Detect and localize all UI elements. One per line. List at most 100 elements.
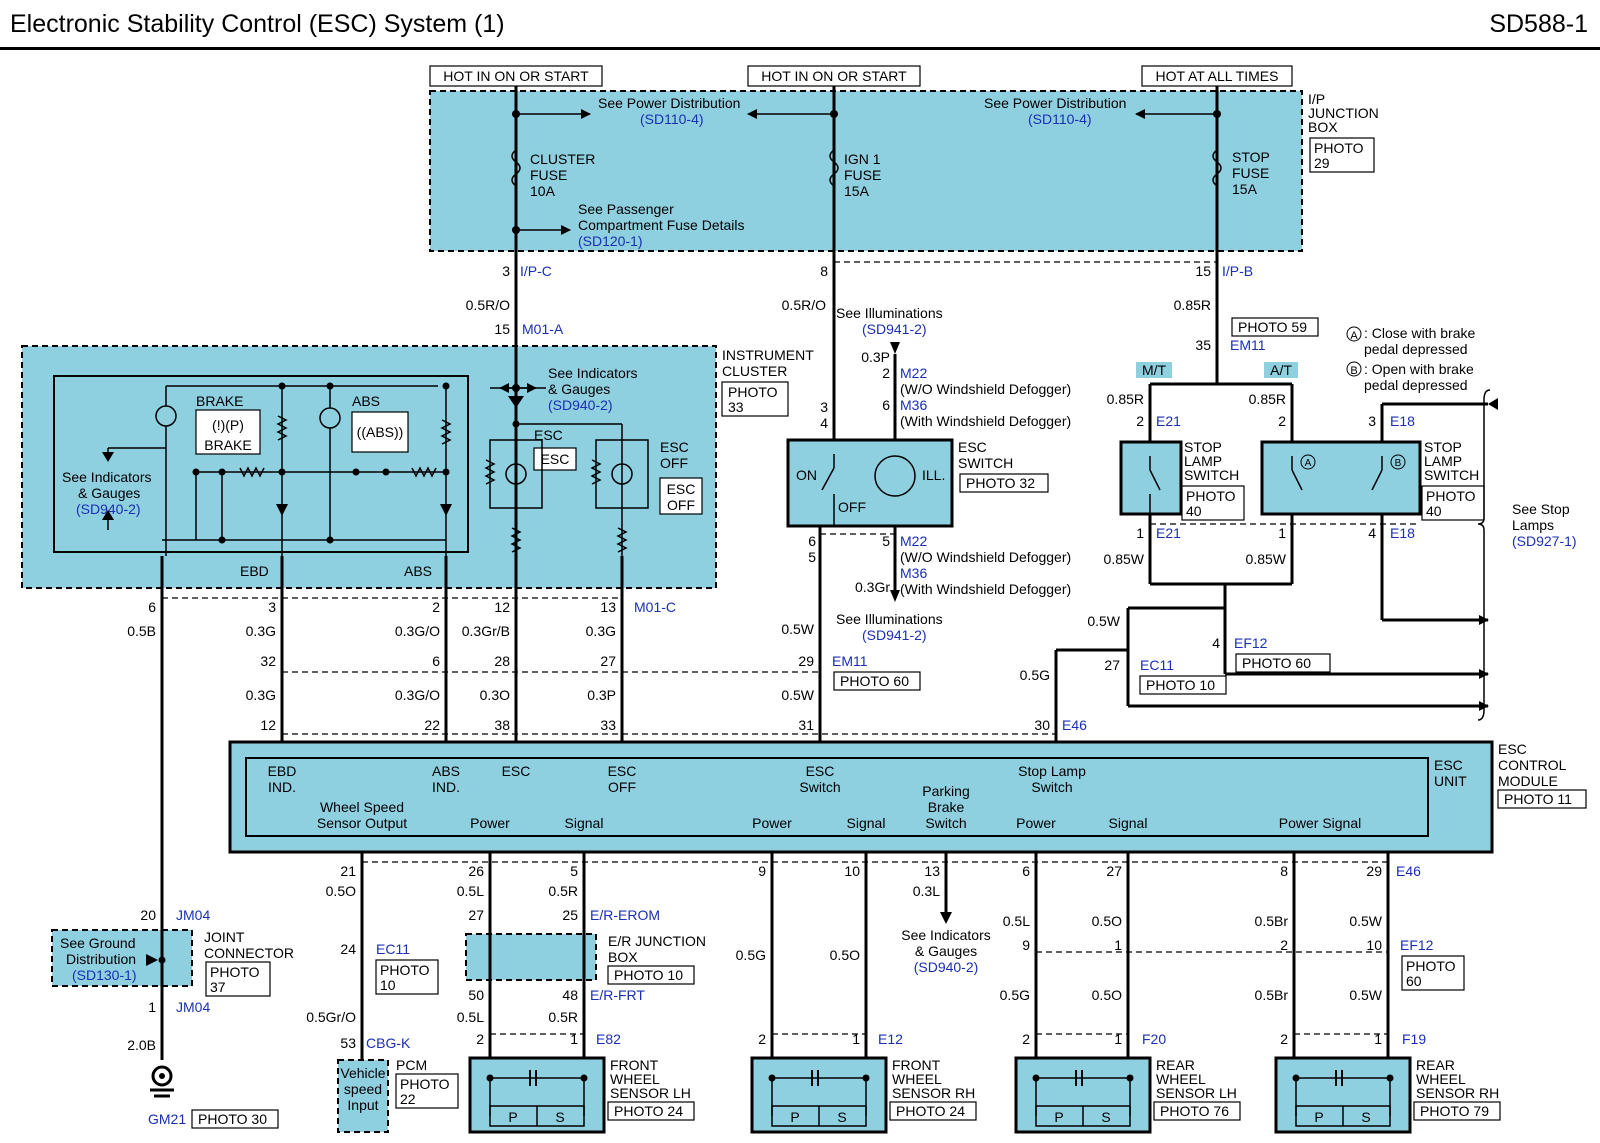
- stop-lamp-switch-at-box: [1260, 440, 1422, 516]
- esc-switch-label-2: SWITCH: [958, 455, 1013, 471]
- pin-m01-2: 2: [432, 599, 440, 615]
- abs-symbol: ((ABS)): [357, 424, 404, 440]
- stop-lamp-mt-photo-num: 40: [1186, 503, 1202, 519]
- pin-ef12-4: 4: [1212, 635, 1220, 651]
- esc-switch-ill: ILL.: [922, 467, 945, 483]
- wire-085w-mt: 0.85W: [1104, 551, 1145, 567]
- pin-ef12-10: 10: [1366, 937, 1382, 953]
- pin-f20-1: 1: [1114, 1031, 1122, 1047]
- pin-e82-2: 2: [476, 1031, 484, 1047]
- cluster-photo: PHOTO: [728, 384, 778, 400]
- connector-cbgk: CBG-K: [366, 1035, 411, 1051]
- wire-05r-2: 0.5R: [548, 1009, 578, 1025]
- pin-ef12-1: 1: [1114, 937, 1122, 953]
- esc-escoff-pin-2: OFF: [608, 779, 636, 795]
- er-junction-box-zone: [465, 933, 597, 981]
- m22-note-top: (W/O Windshield Defogger): [900, 381, 1071, 397]
- connector-e46-bottom: E46: [1396, 863, 1421, 879]
- connector-m01c: M01-C: [634, 599, 676, 615]
- note-b-symbol: B: [1350, 365, 1357, 377]
- rl-p: P: [1054, 1109, 1063, 1125]
- esc-off-box-2: OFF: [667, 497, 695, 513]
- wire-03grb: 0.3Gr/B: [462, 623, 510, 639]
- esc-module-label-3: MODULE: [1498, 773, 1558, 789]
- esc-switch-label: ESC: [958, 439, 987, 455]
- photo-10-ec11: PHOTO 10: [1146, 677, 1215, 693]
- stop-fuse-rating: 15A: [1232, 181, 1258, 197]
- pin-e46-22: 22: [424, 717, 440, 733]
- wire-05ro-2: 0.5R/O: [782, 297, 826, 313]
- esc-wss-pin: Wheel Speed: [320, 799, 404, 815]
- esc-power-signal: Power Signal: [1279, 815, 1362, 831]
- wire-05b: 0.5B: [127, 623, 156, 639]
- note-a-symbol: A: [1350, 330, 1358, 342]
- stop-lamp-sw-at-label: STOP: [1424, 439, 1462, 455]
- pin-e46-9: 9: [758, 863, 766, 879]
- esc-power-3: Power: [1016, 815, 1056, 831]
- pin-e46-12: 12: [260, 717, 276, 733]
- pin-m22-2: 2: [882, 365, 890, 381]
- see-indicators-bottom: See Indicators: [901, 927, 991, 943]
- esc-unit-inner-frame: [245, 757, 1429, 837]
- esc-parking-pin-2: Brake: [928, 799, 965, 815]
- front-rh-label-3: SENSOR RH: [892, 1085, 975, 1101]
- wire-03g-3: 0.3G: [246, 687, 276, 703]
- pin-e46-8: 8: [1280, 863, 1288, 879]
- esc-parking-pin: Parking: [922, 783, 969, 799]
- vehicle-speed-label-3: Input: [347, 1097, 378, 1113]
- pin-e46-6: 6: [1022, 863, 1030, 879]
- see-indicators-left: See Indicators: [62, 469, 152, 485]
- esc-signal-1: Signal: [565, 815, 604, 831]
- front-rh-photo: PHOTO 24: [896, 1103, 965, 1119]
- esc-power-2: Power: [752, 815, 792, 831]
- pin-e12-2: 2: [758, 1031, 766, 1047]
- pin-e46-29: 29: [1366, 863, 1382, 879]
- wire-05w-2: 0.5W: [781, 687, 814, 703]
- connector-jm04-top: JM04: [176, 907, 210, 923]
- ip-jb-label-3: BOX: [1308, 119, 1338, 135]
- pin-e46-5: 5: [570, 863, 578, 879]
- wire-085w-at: 0.85W: [1246, 551, 1287, 567]
- wire-05g-rl: 0.5G: [1000, 987, 1030, 1003]
- fr-p: P: [790, 1109, 799, 1125]
- pin-erom-27: 27: [468, 907, 484, 923]
- esc-switch-off: OFF: [838, 499, 866, 515]
- connector-m36-top: M36: [900, 397, 927, 413]
- pcm-photo-num: 22: [400, 1091, 416, 1107]
- pin-e46-10: 10: [844, 863, 860, 879]
- wire-03g-2: 0.3G: [586, 623, 616, 639]
- wire-05l-2: 0.5L: [457, 1009, 484, 1025]
- esc-abs-ind-2: IND.: [432, 779, 460, 795]
- joint-connector-label: JOINT: [204, 929, 245, 945]
- hot-in-on-label-2: HOT IN ON OR START: [761, 68, 907, 84]
- stop-lamp-at-photo: PHOTO: [1426, 488, 1476, 504]
- pin-ef12-2: 2: [1280, 937, 1288, 953]
- esc-off-label: ESC: [660, 439, 689, 455]
- pin-em11-35: 35: [1195, 337, 1211, 353]
- pin-erfrt-50: 50: [468, 987, 484, 1003]
- pin-cbgk-53: 53: [340, 1035, 356, 1051]
- wire-05l-rl: 0.5L: [1003, 913, 1030, 929]
- connector-ef12-top: EF12: [1234, 635, 1268, 651]
- pin-switch-6: 6: [808, 533, 816, 549]
- esc-power-1: Power: [470, 815, 510, 831]
- wire-05o-rl-2: 0.5O: [1092, 987, 1122, 1003]
- fr-s: S: [837, 1109, 846, 1125]
- see-stop-lamps-ref: (SD927-1): [1512, 533, 1577, 549]
- pin-e46-33: 33: [600, 717, 616, 733]
- stop-fuse-label: STOP: [1232, 149, 1270, 165]
- ip-jb-label-2: JUNCTION: [1308, 105, 1379, 121]
- connector-m01a: M01-A: [522, 321, 564, 337]
- esc-wss-pin-2: Sensor Output: [317, 815, 407, 831]
- esc-module-label: ESC: [1498, 741, 1527, 757]
- wire-05o-fr: 0.5O: [830, 947, 860, 963]
- ign-fuse-rating: 15A: [844, 183, 870, 199]
- cluster-fuse-rating: 10A: [530, 183, 556, 199]
- wire-05r-1: 0.5R: [548, 883, 578, 899]
- esc-parking-pin-3: Switch: [925, 815, 966, 831]
- esc-esc-pin: ESC: [502, 763, 531, 779]
- connector-ec11-bottom: EC11: [376, 941, 410, 957]
- pin-e46-31: 31: [798, 717, 814, 733]
- mt-label: M/T: [1142, 362, 1167, 378]
- rear-lh-label-2: WHEEL: [1156, 1071, 1206, 1087]
